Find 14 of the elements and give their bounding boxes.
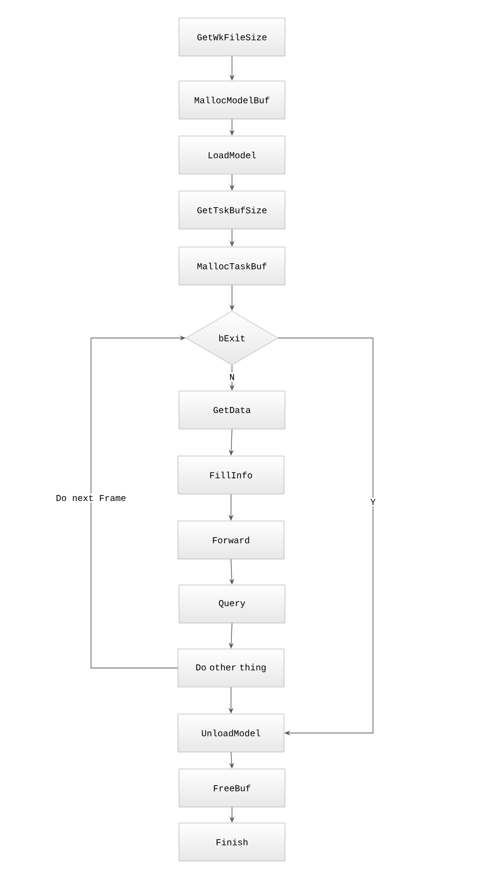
process-box: Query (178, 584, 286, 624)
process-box: GetData (178, 390, 286, 430)
process-box: LoadModel (178, 136, 286, 174)
process-box: MallocModelBuf (178, 80, 286, 120)
process-box: UnloadModel (178, 714, 284, 752)
process-box: Forward (178, 520, 284, 560)
process-box: Do other thing (178, 648, 284, 688)
process-box: MallocTaskBuf (178, 246, 286, 286)
process-box: FillInfo (178, 456, 284, 494)
process-box: GetWkFileSize (178, 18, 286, 56)
process-box: FreeBuf (178, 768, 286, 808)
process-box: Finish (178, 822, 286, 862)
process-box: GetTskBufSize (178, 190, 286, 230)
arrow (278, 338, 374, 736)
